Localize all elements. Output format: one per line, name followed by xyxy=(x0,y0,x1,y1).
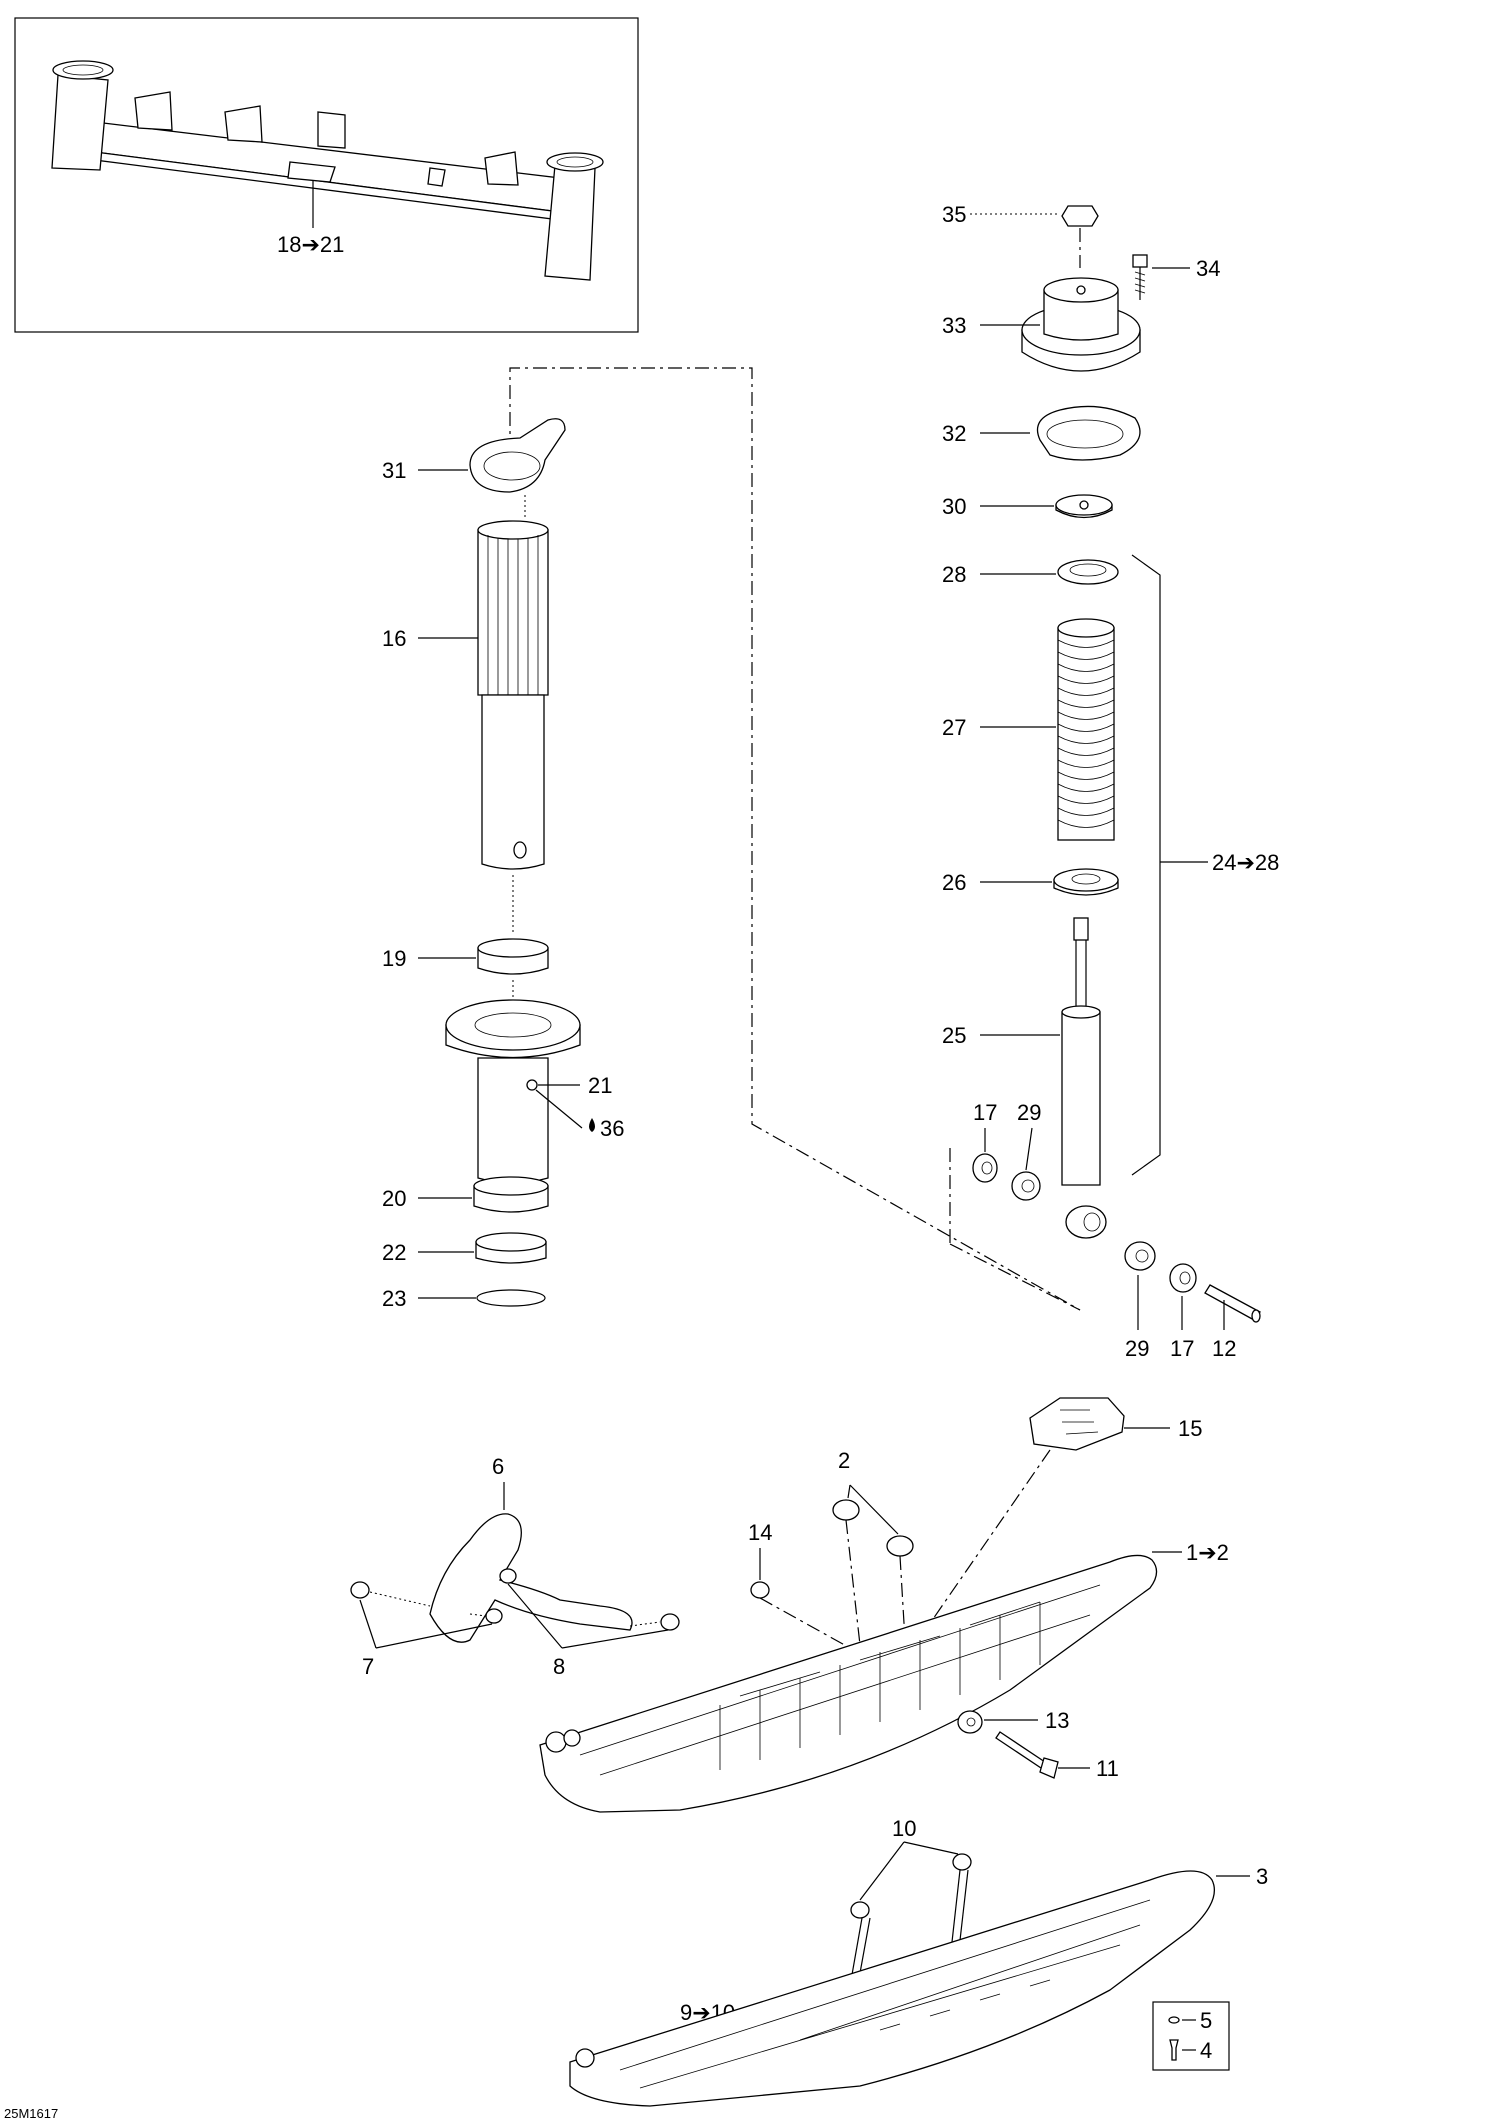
part-28-keeper xyxy=(1057,559,1119,585)
callout-27: 27 xyxy=(942,715,966,740)
spindle-housing xyxy=(445,999,581,1184)
callout-19: 19 xyxy=(382,946,406,971)
part-17-washer-left xyxy=(972,1153,998,1183)
callout-17b: 17 xyxy=(1170,1336,1194,1361)
part-19-bushing xyxy=(477,938,549,975)
part-16-spindle xyxy=(477,520,549,870)
callout-12: 12 xyxy=(1212,1336,1236,1361)
callout-31: 31 xyxy=(382,458,406,483)
callout-8: 8 xyxy=(553,1654,565,1679)
callout-16: 16 xyxy=(382,626,406,651)
part-30-washer xyxy=(1055,494,1113,519)
part-26-seat xyxy=(1053,868,1119,896)
callout-15: 15 xyxy=(1178,1416,1202,1441)
callout-30: 30 xyxy=(942,494,966,519)
callout-1-2: 1➔2 xyxy=(1186,1540,1229,1565)
part-29-bushing-right xyxy=(1124,1241,1156,1271)
part-29-bushing-left xyxy=(1011,1171,1041,1201)
callout-28: 28 xyxy=(942,562,966,587)
callout-4: 4 xyxy=(1200,2038,1212,2063)
axle-inset xyxy=(14,17,639,333)
callout-33: 33 xyxy=(942,313,966,338)
fasteners-7-8 xyxy=(350,1568,680,1631)
callout-10: 10 xyxy=(892,1816,916,1841)
part-13-washer xyxy=(957,1710,983,1734)
callout-13: 13 xyxy=(1045,1708,1069,1733)
part-14-nut xyxy=(750,1581,770,1599)
callout-17a: 17 xyxy=(973,1100,997,1125)
part-27-spring xyxy=(1057,618,1115,841)
part-6-handle xyxy=(429,1513,633,1643)
part-31-lever xyxy=(469,418,566,493)
callout-6: 6 xyxy=(492,1454,504,1479)
callout-36: 36 xyxy=(600,1116,624,1141)
part-12-pin xyxy=(1204,1284,1261,1323)
part-11-bolt xyxy=(995,1731,1059,1779)
part-34-screw xyxy=(1132,254,1148,300)
callout-5: 5 xyxy=(1200,2008,1212,2033)
callout-24-28: 24➔28 xyxy=(1212,850,1279,875)
callout-29a: 29 xyxy=(1017,1100,1041,1125)
part-22-ring xyxy=(475,1232,547,1264)
callout-20: 20 xyxy=(382,1186,406,1211)
part-17-washer-right xyxy=(1169,1263,1197,1293)
callout-11: 11 xyxy=(1096,1756,1119,1781)
part-23-circlip xyxy=(476,1289,546,1307)
part-1-ski-body xyxy=(539,1554,1158,1813)
callout-14: 14 xyxy=(748,1520,772,1545)
callout-2: 2 xyxy=(838,1448,850,1473)
part-35-nut xyxy=(1061,205,1099,227)
callout-21: 21 xyxy=(588,1073,612,1098)
callout-25: 25 xyxy=(942,1023,966,1048)
part-25-shock-absorber xyxy=(1061,917,1107,1239)
part-2-bushings xyxy=(832,1499,914,1557)
part-20-bushing xyxy=(473,1176,549,1213)
callout-34: 34 xyxy=(1196,256,1220,281)
part-10-nuts xyxy=(850,1853,972,1919)
callout-23: 23 xyxy=(382,1286,406,1311)
part-3-ski xyxy=(569,1870,1216,2107)
assembly-path-line xyxy=(509,367,1081,1311)
callout-29b: 29 xyxy=(1125,1336,1149,1361)
callout-35: 35 xyxy=(942,202,966,227)
callout-22: 22 xyxy=(382,1240,406,1265)
callout-3: 3 xyxy=(1256,1864,1268,1889)
callout-32: 32 xyxy=(942,421,966,446)
hardware-inset-4-5 xyxy=(1152,2001,1230,2071)
part-33-cap xyxy=(1021,277,1141,372)
part-15-block xyxy=(1029,1397,1125,1451)
part-32-clip xyxy=(1036,405,1141,461)
callout-7: 7 xyxy=(362,1654,374,1679)
callout-18-21: 18➔21 xyxy=(277,232,344,257)
diagram-code: 25M1617 xyxy=(4,2106,58,2121)
callout-26: 26 xyxy=(942,870,966,895)
